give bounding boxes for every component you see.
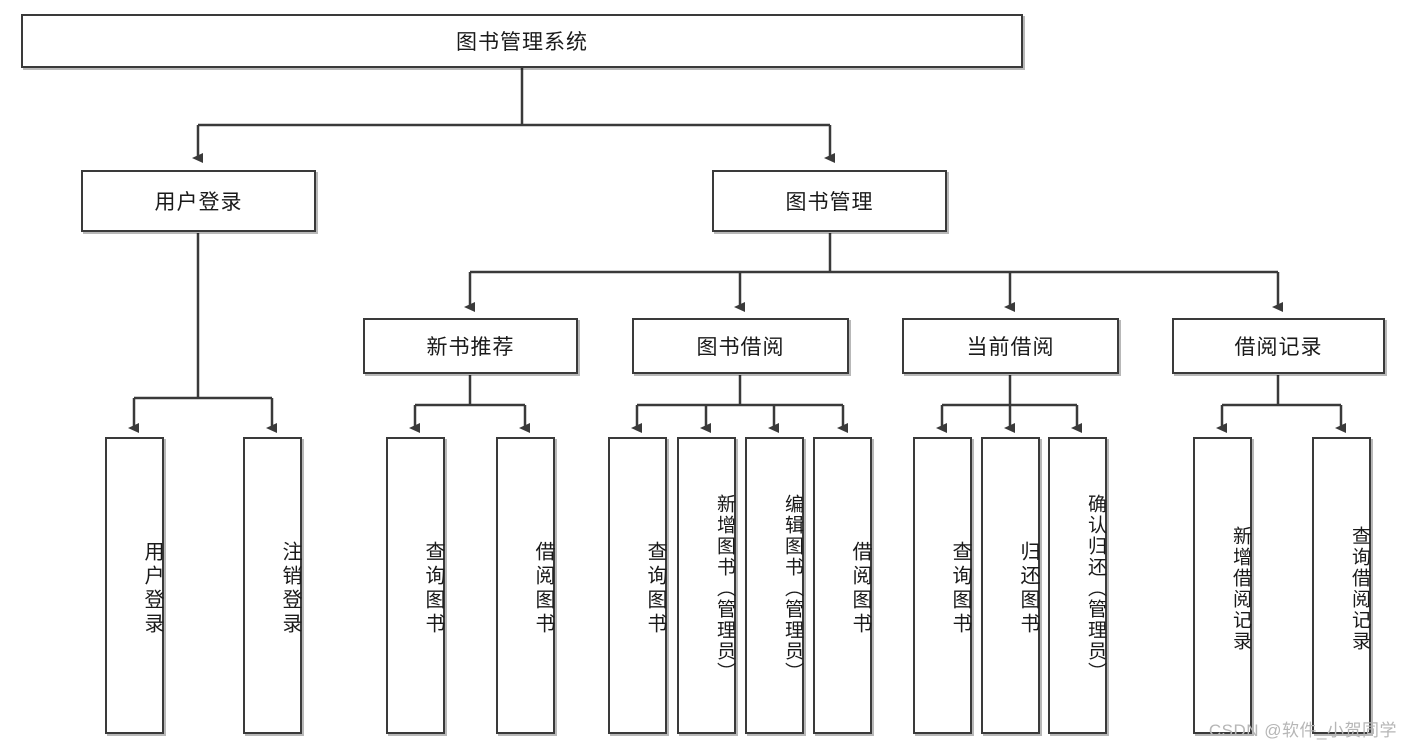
node-leaf-confirm-return-admin[interactable]: 确认归还（管理员） <box>1048 437 1107 734</box>
node-current-borrow-label: 当前借阅 <box>966 336 1055 359</box>
node-leaf-add-book-admin-label: 新增图书（管理员） <box>714 494 735 683</box>
node-leaf-query-book-current-label: 查询图书 <box>949 540 971 637</box>
node-leaf-return-book[interactable]: 归还图书 <box>981 437 1040 734</box>
node-leaf-return-book-label: 归还图书 <box>1017 540 1039 637</box>
node-leaf-edit-book-admin-label: 编辑图书（管理员） <box>782 494 803 683</box>
node-leaf-add-borrow-record[interactable]: 新增借阅记录 <box>1193 437 1252 734</box>
node-root-label: 图书管理系统 <box>456 31 588 54</box>
node-book-management-label: 图书管理 <box>785 191 874 214</box>
node-leaf-query-book-borrow[interactable]: 查询图书 <box>608 437 667 734</box>
node-leaf-borrow-book-recommend[interactable]: 借阅图书 <box>496 437 555 734</box>
node-leaf-add-borrow-record-label: 新增借阅记录 <box>1230 525 1251 652</box>
node-borrow-record-label: 借阅记录 <box>1234 336 1323 359</box>
node-leaf-add-book-admin[interactable]: 新增图书（管理员） <box>677 437 736 734</box>
node-leaf-user-login[interactable]: 用户登录 <box>105 437 164 734</box>
node-root[interactable]: 图书管理系统 <box>21 14 1023 68</box>
node-leaf-query-book-current[interactable]: 查询图书 <box>913 437 972 734</box>
node-user-login-label: 用户登录 <box>154 191 243 214</box>
watermark-text: CSDN @软件_小贺同学 <box>1208 721 1397 740</box>
node-leaf-borrow-book[interactable]: 借阅图书 <box>813 437 872 734</box>
node-leaf-user-login-label: 用户登录 <box>141 540 163 637</box>
node-leaf-query-book-recommend[interactable]: 查询图书 <box>386 437 445 734</box>
node-leaf-logout-label: 注销登录 <box>279 540 301 637</box>
node-new-book-recommend[interactable]: 新书推荐 <box>363 318 578 374</box>
node-user-login[interactable]: 用户登录 <box>81 170 316 232</box>
node-leaf-query-book-borrow-label: 查询图书 <box>644 540 666 637</box>
node-book-borrow-label: 图书借阅 <box>696 336 785 359</box>
node-leaf-query-borrow-record-label: 查询借阅记录 <box>1349 525 1370 652</box>
node-leaf-query-borrow-record[interactable]: 查询借阅记录 <box>1312 437 1371 734</box>
node-leaf-edit-book-admin[interactable]: 编辑图书（管理员） <box>745 437 804 734</box>
node-leaf-logout[interactable]: 注销登录 <box>243 437 302 734</box>
node-leaf-borrow-book-recommend-label: 借阅图书 <box>532 540 554 637</box>
node-book-management[interactable]: 图书管理 <box>712 170 947 232</box>
node-new-book-recommend-label: 新书推荐 <box>426 336 515 359</box>
node-leaf-borrow-book-label: 借阅图书 <box>849 540 871 637</box>
node-leaf-confirm-return-admin-label: 确认归还（管理员） <box>1085 494 1106 683</box>
node-current-borrow[interactable]: 当前借阅 <box>902 318 1119 374</box>
node-borrow-record[interactable]: 借阅记录 <box>1172 318 1385 374</box>
node-leaf-query-book-recommend-label: 查询图书 <box>422 540 444 637</box>
node-book-borrow[interactable]: 图书借阅 <box>632 318 849 374</box>
